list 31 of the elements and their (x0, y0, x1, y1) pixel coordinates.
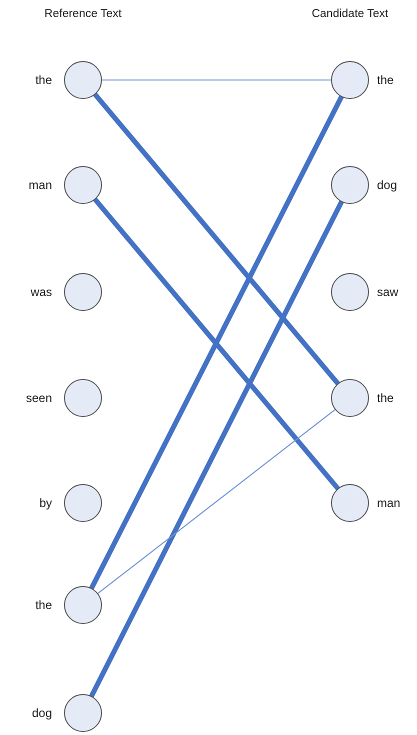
word-label: dog (377, 178, 398, 192)
word-label: by (39, 496, 52, 510)
word-label: man (377, 496, 400, 510)
word-circle (64, 61, 102, 99)
connector-line (92, 197, 340, 491)
word-circle (331, 379, 369, 417)
word-circle (64, 694, 102, 732)
word-circle (64, 379, 102, 417)
word-circle (64, 166, 102, 204)
connector-line (89, 94, 344, 591)
word-circle (64, 273, 102, 311)
column-heading: Reference Text (43, 8, 123, 21)
word-circle (331, 61, 369, 99)
word-label: the (377, 73, 394, 87)
word-label: man (28, 178, 52, 192)
connector-line (101, 79, 332, 81)
column-heading: Candidate Text (310, 8, 390, 21)
word-label: the (377, 391, 394, 405)
connector-line (92, 92, 340, 386)
word-label: the (35, 73, 52, 87)
word-label: dog (32, 706, 52, 720)
word-circle (64, 484, 102, 522)
word-label: seen (26, 391, 52, 405)
word-label: saw (377, 285, 398, 299)
connector-line (97, 409, 336, 594)
word-label: was (30, 285, 52, 299)
word-circle (64, 586, 102, 624)
word-circle (331, 273, 369, 311)
word-circle (331, 166, 369, 204)
word-circle (331, 484, 369, 522)
word-label: the (35, 598, 52, 612)
